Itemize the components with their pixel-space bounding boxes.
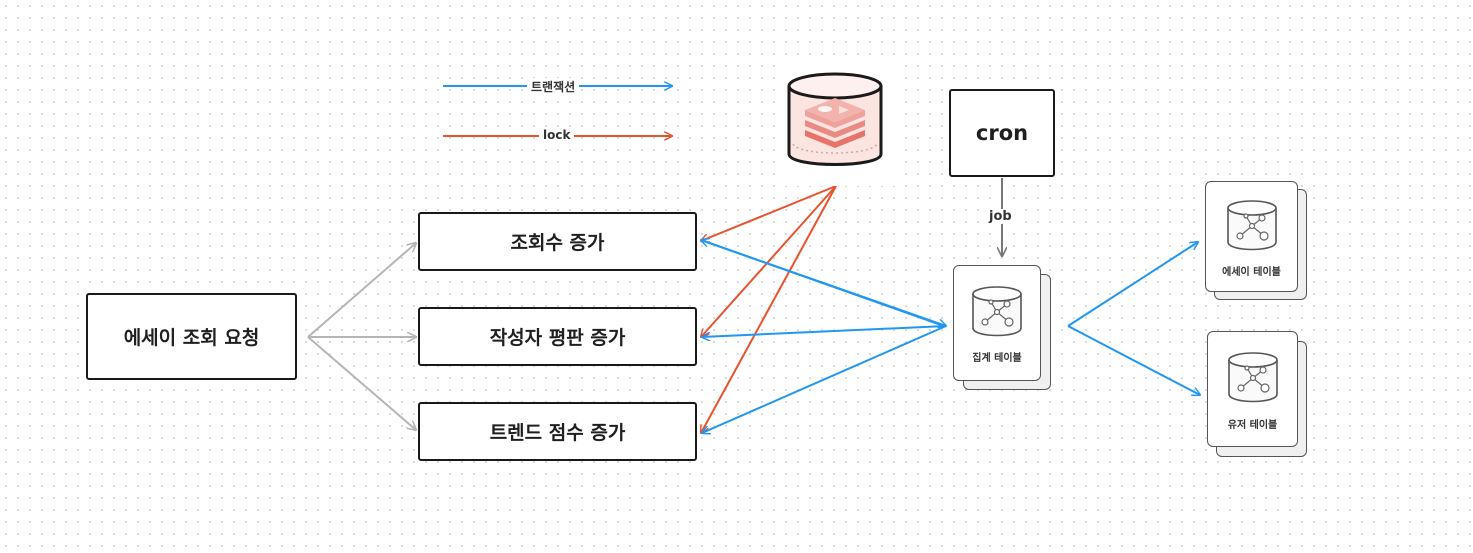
request-to-trend-arrow	[307, 336, 416, 430]
aggregate-to-essay-table-arrow	[1067, 242, 1198, 327]
essay-table-node[interactable]: 에세이 테이블	[1205, 181, 1308, 301]
legend-transaction-label: 트랜잭션	[527, 78, 580, 95]
lock-to-trend-arrow	[701, 185, 837, 433]
request-node-label: 에세이 조회 요청	[123, 327, 260, 349]
trend-to-aggregate-arrow	[702, 325, 947, 433]
lock-to-view-count-arrow	[701, 185, 837, 241]
trend-score-node-label: 트렌드 점수 증가	[489, 422, 626, 444]
job-edge-label: job	[986, 209, 1015, 224]
essay-table-card: 에세이 테이블	[1205, 181, 1298, 292]
view-count-node[interactable]: 조회수 증가	[418, 212, 697, 271]
essay-table-label: 에세이 테이블	[1222, 267, 1281, 278]
redis-cache-icon	[787, 72, 883, 166]
cron-node[interactable]: cron	[949, 89, 1055, 177]
database-icon	[1227, 200, 1277, 251]
cron-node-label: cron	[975, 121, 1029, 145]
aggregate-to-user-table-arrow	[1067, 325, 1200, 395]
redis-node[interactable]	[775, 58, 895, 186]
request-node[interactable]: 에세이 조회 요청	[86, 293, 297, 380]
aggregate-table-card: 집계 테이블	[953, 265, 1041, 381]
author-reputation-node-label: 작성자 평판 증가	[489, 327, 626, 349]
user-table-card: 유저 테이블	[1207, 331, 1298, 447]
database-icon	[972, 286, 1022, 337]
request-to-view-count-arrow	[307, 243, 416, 338]
user-table-label: 유저 테이블	[1227, 420, 1278, 431]
view-count-node-label: 조회수 증가	[510, 232, 605, 254]
reputation-to-aggregate-arrow	[702, 325, 947, 337]
database-icon	[1228, 352, 1278, 403]
legend-lock-label: lock	[539, 128, 575, 142]
lock-to-reputation-arrow	[701, 185, 837, 337]
user-table-node[interactable]: 유저 테이블	[1207, 331, 1309, 458]
view-count-to-aggregate-arrow	[700, 239, 946, 326]
trend-score-node[interactable]: 트렌드 점수 증가	[418, 402, 697, 461]
author-reputation-node[interactable]: 작성자 평판 증가	[418, 307, 697, 366]
aggregate-table-label: 집계 테이블	[972, 353, 1022, 364]
aggregate-table-node[interactable]: 집계 테이블	[953, 265, 1053, 392]
